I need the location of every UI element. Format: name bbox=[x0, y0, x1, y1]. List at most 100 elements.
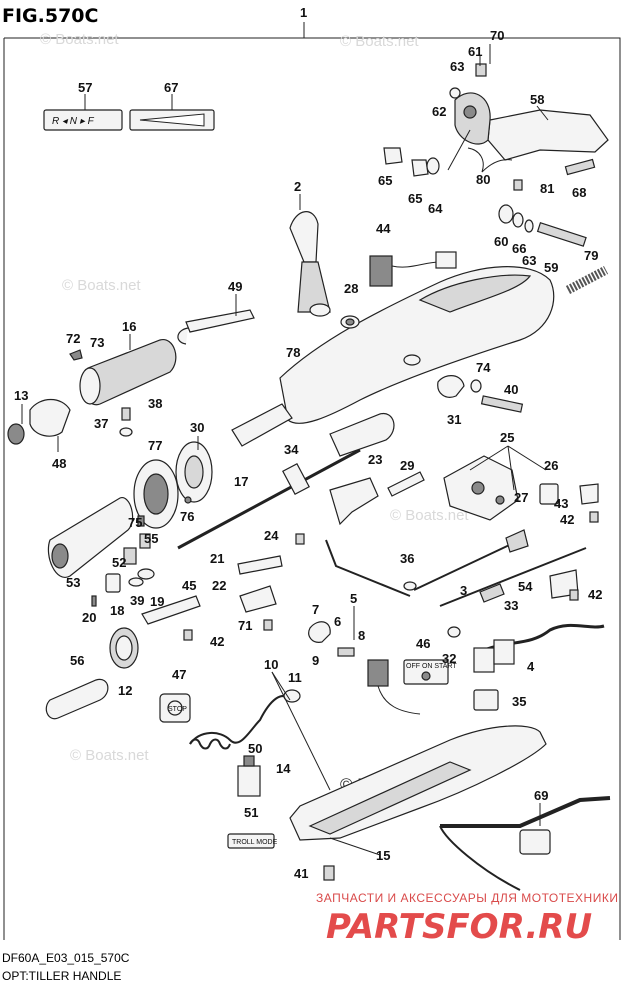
switch-44 bbox=[369, 251, 457, 287]
spring-19-39 bbox=[128, 568, 155, 587]
bar-69 bbox=[439, 796, 611, 891]
callout-1: 1 bbox=[300, 5, 307, 20]
shift-indicator-plate: R ◂ N ▸ F bbox=[43, 94, 123, 131]
callout-21: 21 bbox=[210, 551, 224, 566]
screw-72-73 bbox=[69, 349, 83, 361]
callout-62: 62 bbox=[432, 104, 446, 119]
cable-33 bbox=[439, 547, 587, 607]
callout-67: 67 bbox=[164, 80, 178, 95]
callout-8: 8 bbox=[358, 628, 365, 643]
callout-16: 16 bbox=[122, 319, 136, 334]
troll-plate-51: TROLL MODE bbox=[227, 833, 278, 849]
callout-60: 60 bbox=[494, 234, 508, 249]
frame-top-line bbox=[4, 37, 621, 940]
throttle-tube-34 bbox=[231, 403, 395, 457]
ring-77 bbox=[133, 459, 179, 529]
callout-22: 22 bbox=[212, 578, 226, 593]
lower-case-15 bbox=[289, 725, 547, 841]
watermark-4: © Boats.net bbox=[390, 507, 469, 524]
watermark-3: © Boats.net bbox=[62, 277, 141, 294]
callout-64: 64 bbox=[428, 201, 443, 216]
model-code: DF60A_E03_015_570C bbox=[2, 951, 130, 965]
grommets-65-64 bbox=[383, 129, 513, 177]
callout-46: 46 bbox=[416, 636, 430, 651]
callout-65b: 65 bbox=[408, 191, 422, 206]
shift-lever-2 bbox=[289, 211, 331, 317]
callout-39: 39 bbox=[130, 593, 144, 608]
callout-25: 25 bbox=[500, 430, 514, 445]
callout-7: 7 bbox=[312, 602, 319, 617]
callout-44: 44 bbox=[376, 221, 391, 236]
callouts: 1 2 3 4 5 6 7 8 9 10 11 12 13 14 15 16 1… bbox=[14, 5, 602, 881]
cable-3 bbox=[413, 529, 529, 591]
promo-brand: PARTSFOR.RU bbox=[326, 907, 592, 947]
cam-56 bbox=[45, 678, 109, 720]
clip-32 bbox=[447, 626, 461, 638]
callout-37: 37 bbox=[94, 416, 108, 431]
callout-76: 76 bbox=[180, 509, 194, 524]
throttle-friction-12 bbox=[109, 627, 139, 669]
promo-line: ЗАПЧАСТИ И АКСЕССУАРЫ ДЛЯ МОТОТЕХНИКИ bbox=[316, 891, 618, 905]
plate-35 bbox=[473, 689, 499, 711]
callout-34: 34 bbox=[284, 442, 299, 457]
callout-63a: 63 bbox=[450, 59, 464, 74]
callout-69: 69 bbox=[534, 788, 548, 803]
troll-switch-50 bbox=[237, 755, 261, 797]
callout-63b: 63 bbox=[522, 253, 536, 268]
callout-6: 6 bbox=[334, 614, 341, 629]
stop-clip-47: STOP bbox=[159, 693, 191, 723]
callout-61: 61 bbox=[468, 44, 482, 59]
bracket-49 bbox=[177, 309, 255, 345]
switch-assembly-5 bbox=[308, 621, 421, 715]
collar-31-74 bbox=[437, 375, 482, 398]
callout-78: 78 bbox=[286, 345, 300, 360]
nut-52-55 bbox=[123, 533, 151, 565]
shift-indicator-text: R ◂ N ▸ F bbox=[52, 116, 95, 127]
callout-5: 5 bbox=[350, 591, 357, 606]
callout-9: 9 bbox=[312, 653, 319, 668]
bracket-54 bbox=[549, 569, 579, 601]
callout-23: 23 bbox=[368, 452, 382, 467]
throttle-shaft-17 bbox=[177, 448, 361, 550]
callout-48: 48 bbox=[52, 456, 66, 471]
callout-18: 18 bbox=[110, 603, 124, 618]
link-21-22 bbox=[237, 555, 283, 631]
bracket-43 bbox=[579, 483, 599, 523]
screw-41 bbox=[323, 865, 335, 881]
figure-title: FIG.570C bbox=[2, 5, 98, 27]
watermark-2: © Boats.net bbox=[340, 33, 419, 50]
figure-caption: OPT:TILLER HANDLE bbox=[2, 969, 121, 983]
callout-19: 19 bbox=[150, 594, 164, 609]
link-29 bbox=[387, 471, 425, 497]
callout-50: 50 bbox=[248, 741, 262, 756]
clip-36 bbox=[403, 581, 417, 591]
callout-71: 71 bbox=[238, 618, 252, 633]
callout-77: 77 bbox=[148, 438, 162, 453]
lanyard-10 bbox=[189, 695, 291, 750]
callout-72: 72 bbox=[66, 331, 80, 346]
callout-32: 32 bbox=[442, 651, 456, 666]
pin-20 bbox=[91, 595, 97, 607]
bracket-25 bbox=[443, 455, 519, 521]
callout-4: 4 bbox=[527, 659, 535, 674]
screw-24 bbox=[295, 533, 305, 545]
end-cap-53 bbox=[47, 497, 134, 578]
bracket-45 bbox=[141, 595, 201, 641]
callout-79: 79 bbox=[584, 248, 598, 263]
plate-26 bbox=[539, 483, 559, 505]
callout-13: 13 bbox=[14, 388, 28, 403]
callout-80: 80 bbox=[476, 172, 490, 187]
callout-59: 59 bbox=[544, 260, 558, 275]
callout-29: 29 bbox=[400, 458, 414, 473]
callout-24: 24 bbox=[264, 528, 279, 543]
callout-66: 66 bbox=[512, 241, 526, 256]
callout-3: 3 bbox=[460, 583, 467, 598]
callout-49: 49 bbox=[228, 279, 242, 294]
throttle-arm-23 bbox=[329, 477, 379, 526]
callout-12: 12 bbox=[118, 683, 132, 698]
callout-70: 70 bbox=[490, 28, 504, 43]
callout-75: 75 bbox=[128, 515, 142, 530]
callout-47: 47 bbox=[172, 667, 186, 682]
screw-37-38 bbox=[119, 407, 133, 437]
